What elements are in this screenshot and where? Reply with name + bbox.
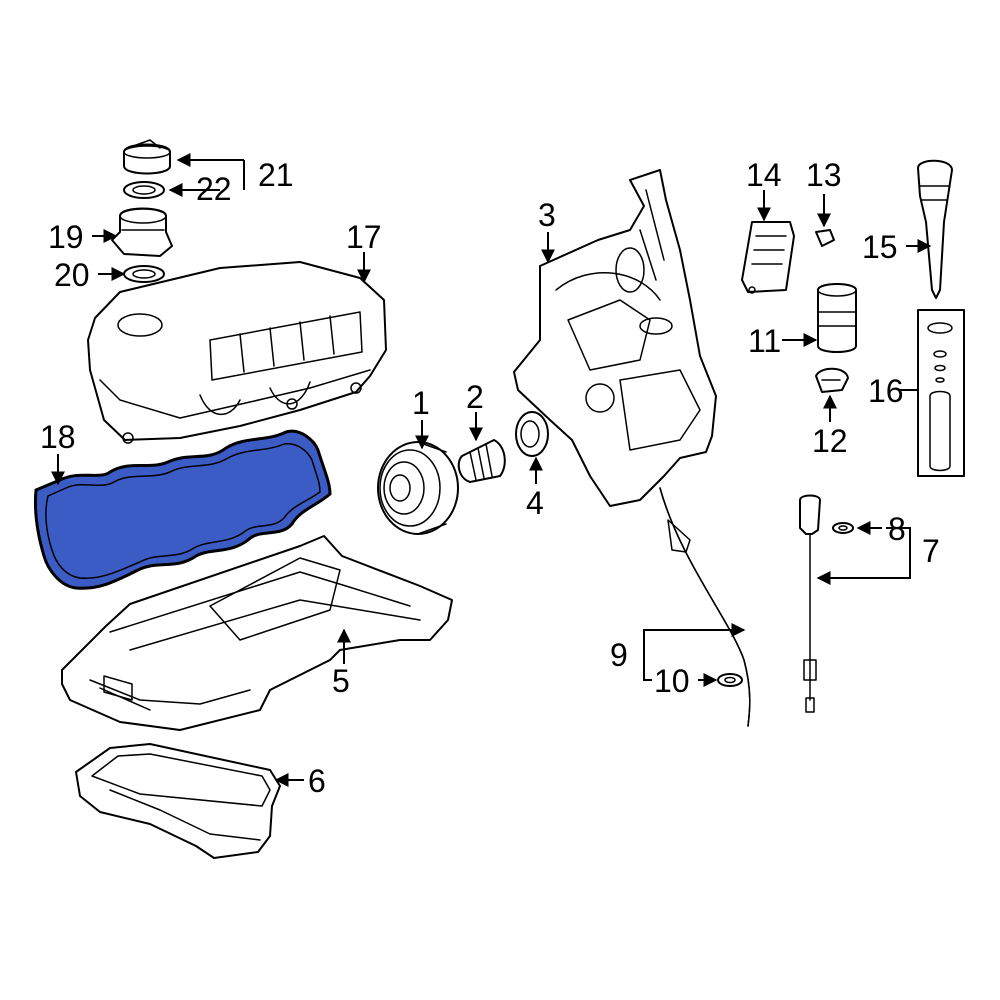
callout-20[interactable]: 20 [54, 257, 90, 293]
dipstick-tube-seal[interactable] [717, 673, 743, 687]
callout-15[interactable]: 15 [862, 229, 898, 265]
filter-housing-seal[interactable] [815, 367, 849, 393]
callout-4[interactable]: 4 [526, 485, 544, 521]
dipstick-o-ring[interactable] [832, 522, 854, 534]
callout-3[interactable]: 3 [538, 197, 556, 233]
oil-sensor[interactable] [741, 221, 795, 294]
upper-oil-pan[interactable] [61, 535, 453, 731]
callout-11[interactable]: 11 [748, 323, 781, 359]
callout-10[interactable]: 10 [654, 663, 690, 699]
crankshaft-pulley[interactable] [377, 441, 459, 535]
callout-21[interactable]: 21 [258, 157, 294, 193]
oil-filter-housing[interactable] [817, 283, 857, 353]
callout-22[interactable]: 22 [196, 171, 232, 207]
oil-filter-kit[interactable] [917, 309, 965, 477]
leader-lines [51, 153, 932, 787]
callout-2[interactable]: 2 [466, 379, 484, 415]
front-crank-seal[interactable] [515, 411, 549, 457]
callout-5[interactable]: 5 [332, 663, 350, 699]
callout-17[interactable]: 17 [346, 219, 382, 255]
valve-cover[interactable] [87, 261, 387, 444]
callout-12[interactable]: 12 [812, 423, 848, 459]
sensor-bolt[interactable] [815, 229, 835, 247]
oil-filter-cap[interactable] [917, 159, 953, 299]
dipstick-tube[interactable] [659, 487, 751, 727]
callout-14[interactable]: 14 [746, 157, 782, 193]
callout-1[interactable]: 1 [412, 385, 430, 421]
callout-9[interactable]: 9 [610, 637, 628, 673]
callout-6[interactable]: 6 [308, 763, 326, 799]
valve-cover-gasket[interactable] [34, 429, 332, 590]
oil-filler-cap[interactable] [123, 139, 171, 175]
callout-16[interactable]: 16 [868, 373, 904, 409]
cap-seal-ring[interactable] [123, 181, 165, 199]
callout-7[interactable]: 7 [922, 533, 940, 569]
oil-filler-neck[interactable] [111, 207, 173, 257]
lower-oil-pan[interactable] [75, 743, 281, 859]
callout-19[interactable]: 19 [48, 219, 84, 255]
timing-cover[interactable] [513, 169, 717, 507]
callout-18[interactable]: 18 [40, 419, 76, 455]
crankshaft-bushing[interactable] [457, 439, 506, 483]
callout-8[interactable]: 8 [888, 511, 906, 547]
callout-13[interactable]: 13 [806, 157, 842, 193]
oil-dipstick[interactable] [799, 494, 821, 713]
neck-seal-ring[interactable] [123, 265, 165, 283]
callout-labels: 21 22 19 20 17 18 1 2 3 4 5 6 7 8 9 10 1… [40, 157, 940, 799]
